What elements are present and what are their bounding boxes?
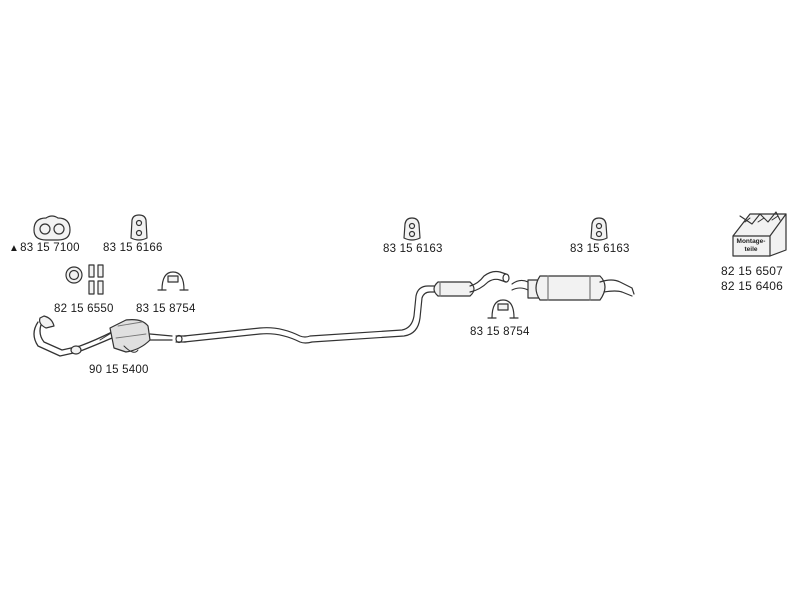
middle-pipe	[175, 285, 439, 344]
part-number-rubber-hanger-mid: 83 15 6163	[383, 243, 443, 255]
part-number-clamp-rear: 83 15 8754	[470, 326, 530, 338]
part-number-text: 83 15 7100	[20, 242, 80, 254]
part-number-mounting-kit-1: 82 15 6507	[721, 264, 784, 278]
part-number-clamp-front: 83 15 8754	[136, 303, 196, 315]
part-number-front-pipe-catalyst: 90 15 5400	[89, 364, 149, 376]
middle-silencer	[433, 270, 510, 297]
mounting-parts-box-icon	[732, 211, 787, 257]
rubber-hanger-front-icon	[130, 214, 148, 241]
pipe-clamp-rear-icon	[487, 299, 519, 319]
seal-ring-and-bolts-icon	[65, 264, 104, 295]
part-number-rubber-hanger-front: 83 15 6166	[103, 242, 163, 254]
mounting-box-text-2: teile	[744, 246, 757, 253]
rear-silencer	[511, 275, 635, 301]
part-number-ring-and-bolts: 82 15 6550	[54, 303, 114, 315]
rubber-hanger-rear-icon	[590, 217, 608, 241]
rubber-hanger-mid-icon	[403, 217, 421, 241]
warning-triangle-icon: ▲	[9, 243, 20, 254]
front-pipe-catalyst-icon	[33, 315, 173, 357]
part-number-mounting-kit-2: 82 15 6406	[721, 279, 784, 293]
part-number-rubber-hanger-rear: 83 15 6163	[570, 243, 630, 255]
flange-gasket-icon	[33, 215, 71, 241]
part-number-flange-gasket: ▲83 15 7100	[9, 242, 80, 254]
pipe-clamp-front-icon	[157, 271, 189, 291]
mounting-box-text-1: Montage-	[737, 238, 766, 245]
